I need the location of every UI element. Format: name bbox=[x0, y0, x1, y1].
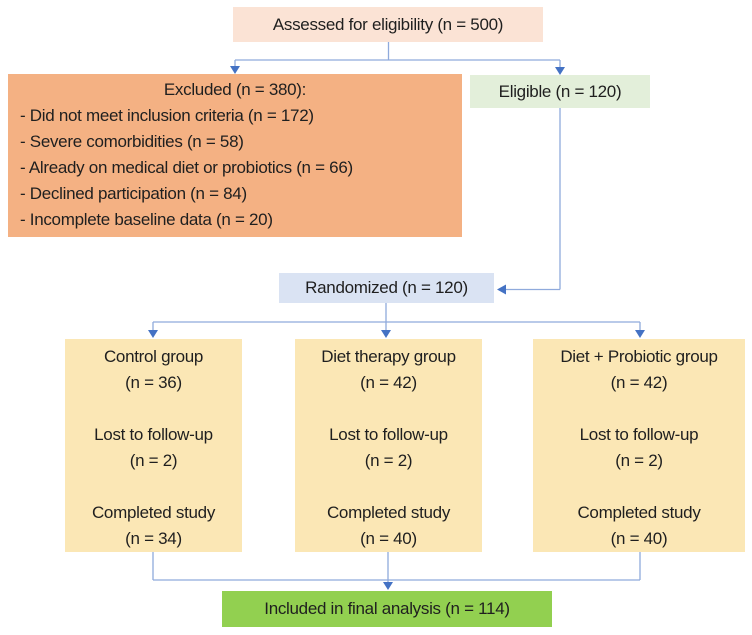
randomized-label: Randomized (n = 120) bbox=[305, 278, 468, 297]
group-lost: Lost to follow-up (n = 2) bbox=[533, 422, 745, 474]
group-completed: Completed study (n = 34) bbox=[65, 500, 242, 552]
group-completed-label: Completed study bbox=[326, 503, 451, 522]
group-title: Diet + Probiotic group bbox=[560, 347, 718, 366]
excluded-item: - Incomplete baseline data (n = 20) bbox=[20, 210, 273, 229]
group-allocation: Diet therapy group (n = 42) bbox=[295, 344, 482, 396]
group-lost: Lost to follow-up (n = 2) bbox=[65, 422, 242, 474]
group-completed-n: (n = 34) bbox=[125, 529, 182, 548]
group-completed-n: (n = 40) bbox=[610, 529, 668, 548]
group-allocation: Diet + Probiotic group (n = 42) bbox=[533, 344, 745, 396]
group-completed-n: (n = 40) bbox=[360, 529, 417, 548]
group-lost-n: (n = 2) bbox=[364, 451, 413, 470]
group-lost-n: (n = 2) bbox=[615, 451, 663, 470]
arrowhead-down-group-2 bbox=[381, 330, 391, 338]
group-n: (n = 36) bbox=[125, 373, 182, 392]
arrowhead-down-group-3 bbox=[635, 330, 645, 338]
final-analysis-label: Included in final analysis (n = 114) bbox=[264, 599, 510, 618]
eligible-box: Eligible (n = 120) bbox=[470, 75, 650, 108]
excluded-item: - Severe comorbidities (n = 58) bbox=[20, 132, 244, 151]
randomized-box: Randomized (n = 120) bbox=[279, 273, 494, 303]
group-lost-label: Lost to follow-up bbox=[94, 425, 213, 444]
excluded-box: Excluded (n = 380): - Did not meet inclu… bbox=[8, 74, 462, 237]
group-box-diet-therapy: Diet therapy group (n = 42) Lost to foll… bbox=[295, 339, 482, 552]
group-completed-label: Completed study bbox=[91, 503, 216, 522]
connector-lines bbox=[152, 42, 641, 583]
group-box-diet-probiotic: Diet + Probiotic group (n = 42) Lost to … bbox=[533, 339, 745, 552]
arrowhead-down-group-1 bbox=[148, 330, 158, 338]
group-completed: Completed study (n = 40) bbox=[533, 500, 745, 552]
arrowhead-down-excluded bbox=[230, 66, 240, 74]
assessed-box: Assessed for eligibility (n = 500) bbox=[233, 7, 543, 42]
excluded-item: - Declined participation (n = 84) bbox=[20, 184, 247, 203]
eligible-label: Eligible (n = 120) bbox=[498, 82, 622, 101]
group-n: (n = 42) bbox=[610, 373, 668, 392]
arrowhead-down-final bbox=[383, 582, 393, 590]
group-allocation: Control group (n = 36) bbox=[65, 344, 242, 396]
group-title: Diet therapy group bbox=[321, 347, 456, 366]
excluded-item: - Already on medical diet or probiotics … bbox=[20, 158, 353, 177]
excluded-title: Excluded (n = 380): bbox=[163, 80, 307, 99]
final-analysis-box: Included in final analysis (n = 114) bbox=[222, 591, 552, 627]
group-lost-label: Lost to follow-up bbox=[579, 425, 699, 444]
group-title: Control group bbox=[103, 347, 204, 366]
arrowheads bbox=[148, 66, 645, 590]
group-lost-n: (n = 2) bbox=[129, 451, 178, 470]
assessed-label: Assessed for eligibility (n = 500) bbox=[272, 15, 504, 34]
excluded-items: - Did not meet inclusion criteria (n = 1… bbox=[20, 103, 450, 233]
group-completed-label: Completed study bbox=[577, 503, 701, 522]
group-box-control: Control group (n = 36) Lost to follow-up… bbox=[65, 339, 242, 552]
group-lost: Lost to follow-up (n = 2) bbox=[295, 422, 482, 474]
arrowhead-left-randomized bbox=[497, 284, 506, 295]
group-lost-label: Lost to follow-up bbox=[329, 425, 448, 444]
excluded-item: - Did not meet inclusion criteria (n = 1… bbox=[20, 106, 314, 125]
group-completed: Completed study (n = 40) bbox=[295, 500, 482, 552]
group-n: (n = 42) bbox=[360, 373, 417, 392]
arrowhead-down-eligible bbox=[555, 67, 565, 75]
